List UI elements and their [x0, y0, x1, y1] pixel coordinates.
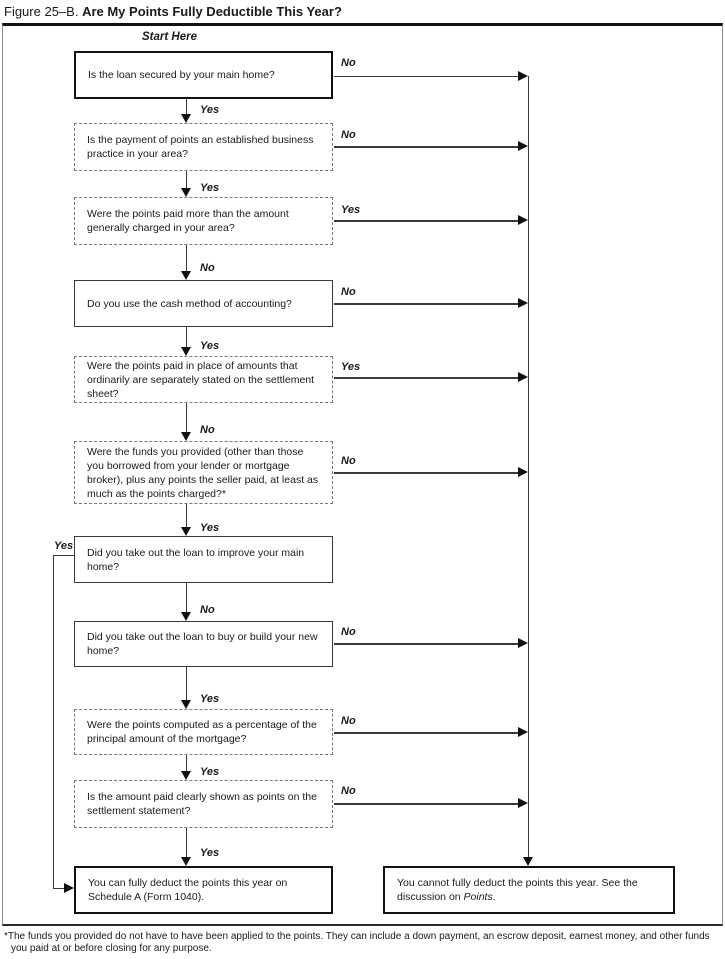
arrowhead-branch-6 — [518, 467, 528, 477]
arrow-branch-3 — [334, 220, 518, 222]
question-text: Is the payment of points an established … — [87, 134, 314, 160]
down-label-4: Yes — [200, 340, 220, 352]
start-here-label: Start Here — [142, 31, 197, 43]
footnote: *The funds you provided do not have to h… — [4, 931, 710, 954]
arrowhead-branch-4 — [518, 298, 528, 308]
question-text: Were the funds you provided (other than … — [87, 445, 319, 500]
down-label-9: Yes — [200, 766, 220, 778]
question-box-8: Did you take out the loan to buy or buil… — [74, 621, 333, 667]
arrowhead-down-3 — [180, 271, 191, 280]
outcome-box-not-deduct: You cannot fully deduct the points this … — [383, 866, 675, 914]
question-text: Do you use the cash method of accounting… — [87, 297, 292, 310]
question-text: Is the loan secured by your main home? — [88, 69, 275, 81]
arrow-down-1 — [185, 99, 187, 114]
flowchart-frame — [2, 23, 723, 926]
question-text: Is the amount paid clearly shown as poin… — [87, 791, 317, 817]
arrowhead-branch-8 — [518, 638, 528, 648]
down-label-1: Yes — [200, 104, 220, 116]
arrowhead-down-2 — [180, 188, 191, 197]
arrowhead-branch-9 — [518, 727, 528, 737]
arrowhead-down-9 — [180, 771, 191, 780]
question-box-6: Were the funds you provided (other than … — [74, 441, 333, 504]
question-box-5: Were the points paid in place of amounts… — [74, 356, 333, 403]
arrow-down-8 — [185, 667, 187, 700]
down-label-6: Yes — [200, 522, 220, 534]
arrow-branch-8 — [334, 643, 518, 645]
down-label-7: No — [200, 604, 215, 616]
arrow-down-9 — [185, 755, 187, 771]
branch-label-6: No — [341, 455, 356, 467]
arrow-down-10 — [185, 828, 187, 857]
arrow-down-7 — [185, 583, 187, 612]
down-label-8: Yes — [200, 693, 220, 705]
arrow-down-4 — [185, 327, 187, 347]
arrowhead-down-4 — [180, 347, 191, 356]
arrow-branch-4 — [334, 303, 518, 305]
branch-label-5: Yes — [341, 361, 361, 373]
arrow-down-5 — [185, 403, 187, 432]
question-box-4: Do you use the cash method of accounting… — [74, 280, 333, 327]
arrowhead-down-6 — [180, 527, 191, 536]
left-rail-bottom — [53, 887, 64, 889]
right-rail — [527, 76, 529, 857]
arrow-branch-6 — [334, 472, 518, 474]
branch-label-3: Yes — [341, 204, 361, 216]
branch-label-9: No — [341, 715, 356, 727]
outcome-box-deduct: You can fully deduct the points this yea… — [74, 866, 333, 914]
question-text: Were the points computed as a percentage… — [87, 719, 317, 745]
question-box-10: Is the amount paid clearly shown as poin… — [74, 780, 333, 828]
down-label-10: Yes — [200, 847, 220, 859]
arrow-down-2 — [185, 171, 187, 189]
figure-number: Figure 25–B. — [4, 4, 79, 19]
figure-title: Figure 25–B. Are My Points Fully Deducti… — [4, 4, 342, 19]
outcome-text: You can fully deduct the points this yea… — [88, 877, 288, 903]
arrow-down-6 — [185, 504, 187, 527]
arrowhead-down-7 — [180, 612, 191, 621]
branch-label-2: No — [341, 129, 356, 141]
arrow-branch-1 — [334, 75, 518, 77]
arrowhead-left-rail — [64, 882, 74, 893]
arrowhead-branch-5 — [518, 372, 528, 382]
arrowhead-branch-3 — [518, 215, 528, 225]
arrow-branch-9 — [334, 732, 518, 734]
arrowhead-branch-2 — [518, 141, 528, 151]
question-box-2: Is the payment of points an established … — [74, 123, 333, 171]
arrowhead-down-10 — [180, 857, 191, 866]
outcome-text: You cannot fully deduct the points this … — [397, 877, 638, 903]
down-label-3: No — [200, 262, 215, 274]
arrowhead-down-1 — [180, 114, 191, 123]
question-text: Were the points paid in place of amounts… — [87, 359, 315, 400]
arrowhead-down-8 — [180, 700, 191, 709]
arrow-down-3 — [185, 245, 187, 271]
arrowhead-down-5 — [180, 432, 191, 441]
branch-label-7-left: Yes — [54, 540, 74, 552]
arrowhead-branch-1 — [518, 70, 528, 81]
question-text: Did you take out the loan to buy or buil… — [87, 631, 318, 657]
question-box-9: Were the points computed as a percentage… — [74, 709, 333, 755]
question-box-7: Did you take out the loan to improve you… — [74, 536, 333, 583]
arrowhead-right-rail — [522, 857, 533, 866]
arrowhead-branch-10 — [518, 798, 528, 808]
left-rail-stub — [53, 554, 74, 556]
branch-label-10: No — [341, 785, 356, 797]
figure-title-text: Are My Points Fully Deductible This Year… — [82, 4, 342, 19]
down-label-5: No — [200, 424, 215, 436]
branch-label-1: No — [341, 57, 356, 69]
arrow-branch-10 — [334, 803, 518, 805]
question-text: Did you take out the loan to improve you… — [87, 546, 305, 573]
branch-label-8: No — [341, 626, 356, 638]
arrow-branch-5 — [334, 377, 518, 379]
question-text: Were the points paid more than the amoun… — [87, 208, 289, 234]
left-rail — [52, 555, 54, 888]
question-box-3: Were the points paid more than the amoun… — [74, 197, 333, 245]
question-box-1: Is the loan secured by your main home? — [74, 51, 333, 99]
arrow-branch-2 — [334, 146, 518, 148]
branch-label-4: No — [341, 286, 356, 298]
down-label-2: Yes — [200, 182, 220, 194]
